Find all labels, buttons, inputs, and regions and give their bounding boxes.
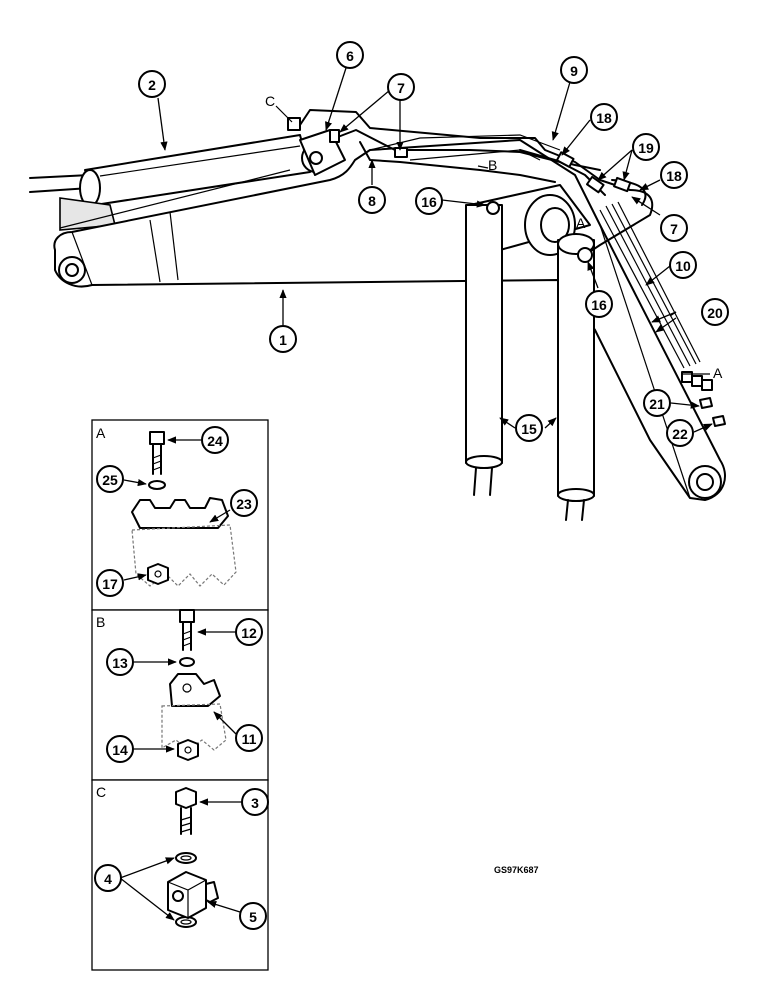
callout-17-label: 17 [102,576,118,592]
callout-7-right-label: 7 [670,221,678,237]
callout-2-label: 2 [148,77,156,93]
callout-24-label: 24 [207,433,223,449]
callout-9: 9 [560,56,588,84]
callout-15-label: 15 [521,421,537,437]
callout-23: 23 [230,489,258,517]
callout-18-top-label: 18 [596,110,612,126]
callout-6-label: 6 [346,48,354,64]
callout-15: 15 [515,414,543,442]
boom-cylinder [29,117,311,207]
callout-9-label: 9 [570,63,578,79]
callout-14-label: 14 [112,742,128,758]
callout-1: 1 [269,325,297,353]
callout-11: 11 [235,724,263,752]
callout-22: 22 [666,419,694,447]
lift-cylinders [465,204,595,521]
callout-21: 21 [643,389,671,417]
line-ends-a [681,371,726,427]
inset-c-title: C [96,784,106,800]
callout-8-label: 8 [368,193,376,209]
callout-5-label: 5 [249,909,257,925]
callout-16-left: 16 [415,187,443,215]
callout-4-label: 4 [104,871,112,887]
view-letter-a-end: A [713,365,723,381]
inset-c: C [91,779,269,971]
callout-17: 17 [96,569,124,597]
callout-18-top: 18 [590,103,618,131]
callout-25-label: 25 [102,472,118,488]
callout-10: 10 [669,251,697,279]
callout-13-label: 13 [112,655,128,671]
inset-b-title: B [96,614,105,630]
callout-12-label: 12 [241,625,257,641]
callout-3-label: 3 [251,795,259,811]
callout-3: 3 [241,788,269,816]
callout-21-label: 21 [649,396,665,412]
callout-12: 12 [235,618,263,646]
callout-4: 4 [94,864,122,892]
callout-20-label: 20 [707,305,723,321]
view-letter-b: B [488,157,497,173]
callout-7-top: 7 [387,73,415,101]
callout-18-right-label: 18 [666,168,682,184]
callout-16-left-label: 16 [421,194,437,210]
callout-19-label: 19 [638,140,654,156]
callout-20: 20 [701,298,729,326]
view-letter-c: C [265,93,275,109]
callout-1-label: 1 [279,332,287,348]
callout-16-right-label: 16 [591,297,607,313]
callout-24: 24 [201,426,229,454]
callout-2: 2 [138,70,166,98]
figure-code: GS97K687 [494,865,539,875]
callout-7-right: 7 [660,214,688,242]
callout-6: 6 [336,41,364,69]
callout-14: 14 [106,735,134,763]
callout-7-top-label: 7 [397,80,405,96]
view-letter-a-top: A [576,215,586,231]
boom-assembly: C B A A [29,93,726,521]
leader-lines [157,67,713,433]
callout-25: 25 [96,465,124,493]
callout-18-right: 18 [660,161,688,189]
callout-10-label: 10 [675,258,691,274]
callout-5: 5 [239,902,267,930]
callout-22-label: 22 [672,426,688,442]
callout-16-right: 16 [585,290,613,318]
callout-23-label: 23 [236,496,252,512]
callout-8: 8 [358,186,386,214]
inset-a-title: A [96,425,106,441]
callout-13: 13 [106,648,134,676]
callout-19: 19 [632,133,660,161]
callout-11-label: 11 [242,731,257,747]
